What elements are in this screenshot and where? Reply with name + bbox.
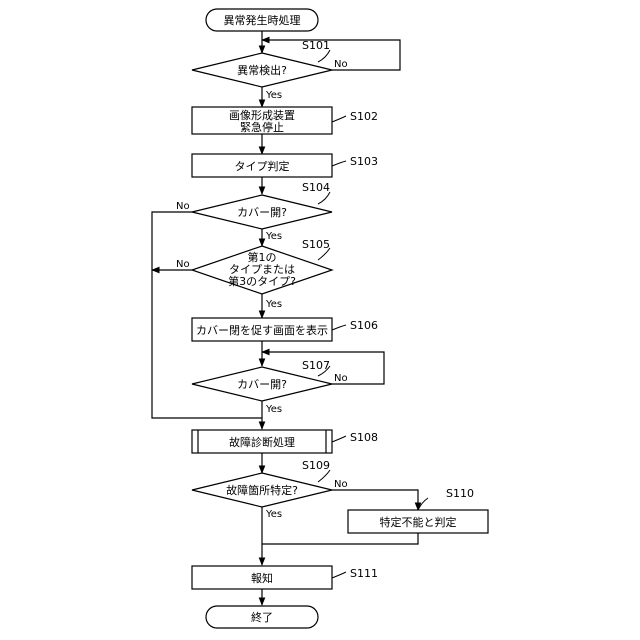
- node-s104: カバー開?: [192, 195, 332, 229]
- node-s110: 特定不能と判定: [348, 510, 488, 533]
- s101-step: S101: [302, 39, 330, 52]
- s106-label: カバー閉を促す画面を表示: [196, 323, 328, 337]
- node-s105: 第1の タイプまたは 第3のタイプ?: [192, 246, 332, 294]
- s107-no-label: No: [334, 373, 348, 384]
- node-s111: 報知: [192, 566, 332, 589]
- s105-yes-label: Yes: [265, 299, 282, 310]
- s111-step: S111: [350, 567, 378, 580]
- node-end: 終了: [206, 606, 318, 628]
- s110-step: S110: [446, 487, 474, 500]
- s109-step: S109: [302, 459, 330, 472]
- s107-step: S107: [302, 359, 330, 372]
- edge-s109-no: [332, 490, 418, 510]
- node-s107: カバー開?: [192, 367, 332, 401]
- s101-yes-label: Yes: [265, 90, 282, 101]
- s103-step: S103: [350, 155, 378, 168]
- s101-no-label: No: [334, 59, 348, 70]
- s104-no-label: No: [176, 201, 190, 212]
- s105-no-label: No: [176, 259, 190, 270]
- s109-no-label: No: [334, 479, 348, 490]
- s105-step: S105: [302, 238, 330, 251]
- node-s103: タイプ判定: [192, 154, 332, 177]
- node-start: 異常発生時処理: [206, 9, 318, 31]
- node-s108: 故障診断処理: [192, 430, 332, 453]
- node-s106: カバー閉を促す画面を表示: [192, 318, 332, 341]
- s109-label: 故障箇所特定?: [226, 483, 298, 497]
- edge-s110-merge: [262, 533, 418, 544]
- s105-line-1: 第1の: [248, 250, 277, 264]
- s105-line-3: 第3のタイプ?: [228, 274, 296, 288]
- s106-step: S106: [350, 319, 378, 332]
- s110-label: 特定不能と判定: [380, 515, 457, 529]
- s108-step: S108: [350, 431, 378, 444]
- s102-step: S102: [350, 110, 378, 123]
- node-s109: 故障箇所特定?: [192, 473, 332, 507]
- s108-label: 故障診断処理: [229, 435, 295, 449]
- s104-label: カバー開?: [237, 206, 287, 219]
- s103-label: タイプ判定: [235, 159, 290, 173]
- s107-label: カバー開?: [237, 378, 287, 391]
- node-s101: 異常検出?: [192, 53, 332, 87]
- s109-yes-label: Yes: [265, 509, 282, 520]
- s102-line-2: 緊急停止: [240, 120, 284, 134]
- s111-label: 報知: [251, 571, 273, 585]
- s104-step: S104: [302, 181, 330, 194]
- end-label: 終了: [251, 610, 273, 624]
- s104-yes-label: Yes: [265, 231, 282, 242]
- node-s102: 画像形成装置 緊急停止: [192, 107, 332, 134]
- s101-label: 異常検出?: [237, 63, 287, 77]
- start-label: 異常発生時処理: [224, 13, 301, 27]
- s107-yes-label: Yes: [265, 404, 282, 415]
